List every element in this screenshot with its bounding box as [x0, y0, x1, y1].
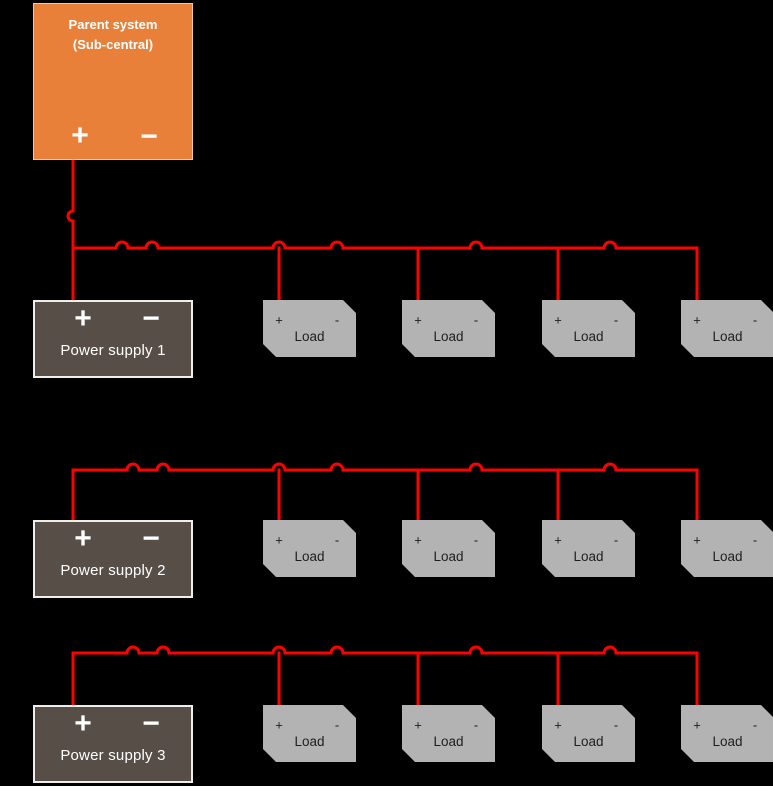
- plus-terminal: +: [414, 312, 422, 328]
- plus-terminal: +: [275, 312, 283, 328]
- power-supply-label: Power supply 1: [60, 342, 166, 359]
- load-box-row2-1: + -Load: [263, 520, 356, 577]
- plus-terminal: +: [693, 717, 701, 733]
- load-box-row3-3: + -Load: [542, 705, 635, 762]
- parent-system-title-block: Parent system (Sub-central): [34, 4, 192, 54]
- minus-terminal: -: [752, 717, 758, 733]
- load-box-row1-4: + -Load: [681, 300, 773, 357]
- load-box-row3-2: + -Load: [402, 705, 495, 762]
- load-box-row1-2: + -Load: [402, 300, 495, 357]
- plus-terminal: +: [554, 312, 562, 328]
- minus-terminal: -: [334, 717, 340, 733]
- minus-terminal: −: [142, 707, 160, 740]
- load-label: Load: [573, 329, 604, 344]
- parent-system-title: Parent system: [68, 17, 158, 32]
- plus-terminal: +: [275, 532, 283, 548]
- wire-parent-drop: [66, 158, 75, 250]
- plus-terminal: +: [74, 522, 92, 555]
- load-label: Load: [433, 734, 464, 749]
- minus-terminal: -: [613, 312, 619, 328]
- load-box-row1-1: + -Load: [263, 300, 356, 357]
- power-supply-1-box: + − Power supply 1: [33, 300, 193, 378]
- load-label: Load: [573, 549, 604, 564]
- plus-terminal: +: [74, 302, 92, 335]
- parent-system-subtitle: (Sub-central): [72, 36, 154, 52]
- load-label: Load: [294, 734, 325, 749]
- load-label: Load: [712, 734, 743, 749]
- minus-terminal: -: [473, 532, 479, 548]
- minus-terminal: -: [473, 717, 479, 733]
- minus-terminal: -: [613, 532, 619, 548]
- plus-terminal: +: [414, 717, 422, 733]
- wire-bus-row-2: [71, 462, 699, 522]
- minus-terminal: -: [613, 717, 619, 733]
- load-label: Load: [712, 329, 743, 344]
- plus-terminal: +: [693, 532, 701, 548]
- load-label: Load: [573, 734, 604, 749]
- minus-terminal: -: [334, 312, 340, 328]
- parent-minus-terminal: −: [140, 120, 158, 153]
- parent-plus-terminal: +: [71, 119, 89, 152]
- power-supply-label: Power supply 3: [60, 747, 166, 764]
- load-label: Load: [712, 549, 743, 564]
- plus-terminal: +: [693, 312, 701, 328]
- load-label: Load: [433, 329, 464, 344]
- power-supply-3-box: + − Power supply 3: [33, 705, 193, 783]
- load-box-row3-1: + -Load: [263, 705, 356, 762]
- minus-terminal: -: [473, 312, 479, 328]
- load-label: Load: [294, 549, 325, 564]
- plus-terminal: +: [74, 707, 92, 740]
- load-box-row3-4: + -Load: [681, 705, 773, 762]
- minus-terminal: -: [752, 312, 758, 328]
- minus-terminal: -: [334, 532, 340, 548]
- power-supply-label: Power supply 2: [60, 562, 166, 579]
- plus-terminal: +: [275, 717, 283, 733]
- wire-bus-row-1: [71, 240, 699, 302]
- load-box-row1-3: + -Load: [542, 300, 635, 357]
- parent-system-box: Parent system (Sub-central) + −: [33, 3, 193, 160]
- load-box-row2-3: + -Load: [542, 520, 635, 577]
- wire-bus-row-3: [71, 645, 699, 707]
- load-box-row2-4: + -Load: [681, 520, 773, 577]
- minus-terminal: −: [142, 302, 160, 335]
- load-box-row2-2: + -Load: [402, 520, 495, 577]
- power-supply-2-box: + − Power supply 2: [33, 520, 193, 598]
- minus-terminal: -: [752, 532, 758, 548]
- plus-terminal: +: [414, 532, 422, 548]
- plus-terminal: +: [554, 717, 562, 733]
- plus-terminal: +: [554, 532, 562, 548]
- load-label: Load: [294, 329, 325, 344]
- load-label: Load: [433, 549, 464, 564]
- minus-terminal: −: [142, 522, 160, 555]
